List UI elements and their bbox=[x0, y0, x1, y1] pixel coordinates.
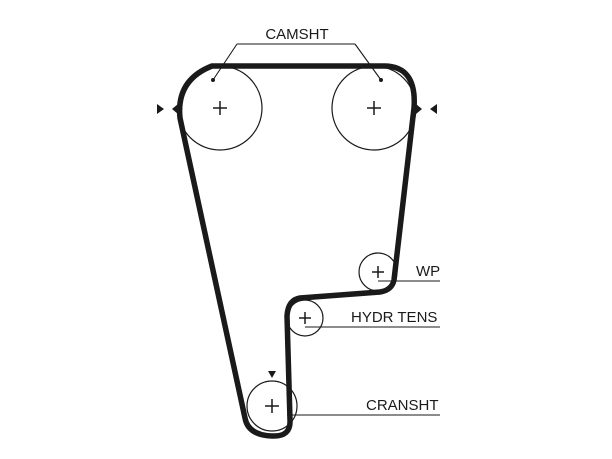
timing-belt bbox=[176, 63, 417, 439]
right-camshaft-centre-mark bbox=[367, 101, 381, 115]
crankshaft-centre-mark bbox=[265, 399, 279, 413]
water-pump-centre-mark bbox=[372, 266, 384, 278]
crank-alignment-arrow bbox=[268, 371, 276, 378]
camshaft-leader bbox=[212, 43, 382, 81]
hydraulic-tensioner-label: HYDR TENS bbox=[351, 309, 437, 326]
tensioner-centre-mark bbox=[299, 312, 311, 324]
crankshaft-label: CRANSHT bbox=[366, 397, 439, 414]
left-cam-alignment-arrow-inner bbox=[172, 104, 178, 114]
left-cam-alignment-arrow-outer bbox=[157, 104, 164, 114]
right-cam-alignment-arrow-outer bbox=[430, 104, 437, 114]
camshaft-label: CAMSHT bbox=[265, 26, 328, 43]
right-cam-alignment-arrow-inner bbox=[416, 104, 422, 114]
left-camshaft-centre-mark bbox=[213, 101, 227, 115]
water-pump-label: WP bbox=[416, 263, 440, 280]
